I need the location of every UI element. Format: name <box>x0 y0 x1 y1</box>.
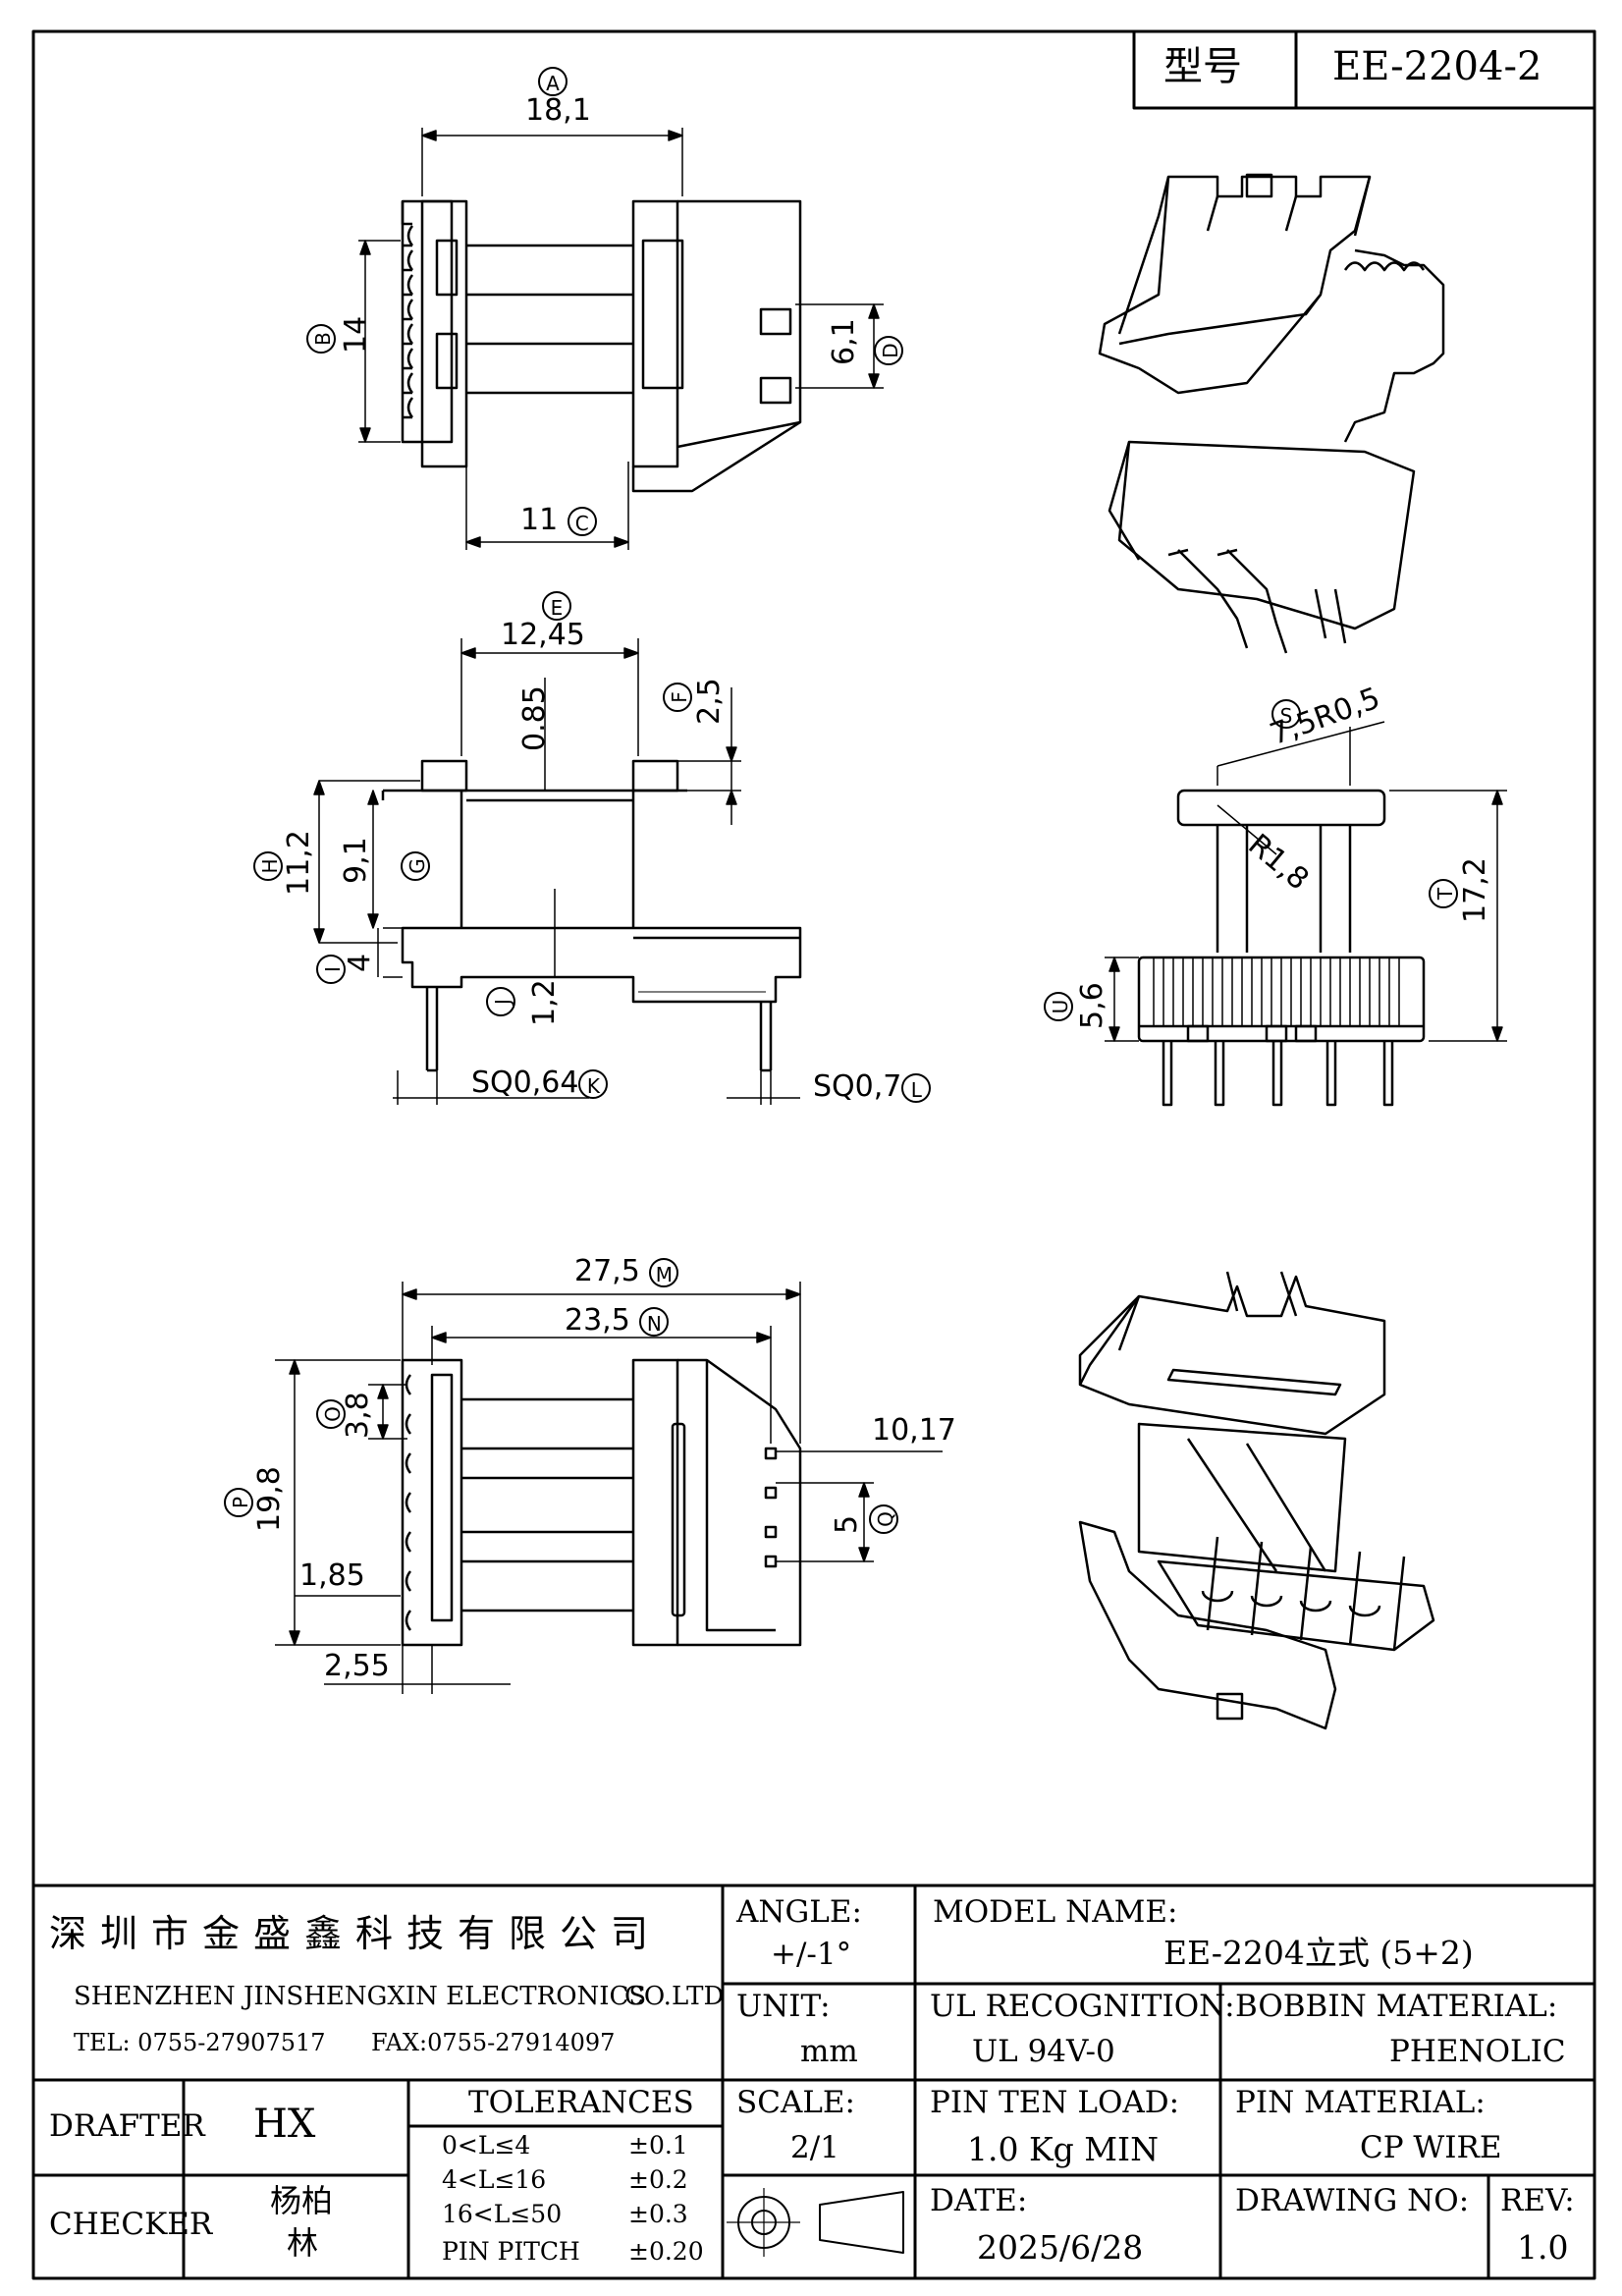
unit-label: UNIT: <box>736 1989 831 2024</box>
drafter-value: HX <box>253 2102 316 2147</box>
rev-label: REV: <box>1500 2183 1575 2218</box>
top-view-bottom <box>275 1282 943 1694</box>
tol-range-2: 4<L≤16 <box>442 2165 547 2194</box>
dim-r1: 10,17 <box>872 1413 956 1448</box>
side-view-middle <box>313 638 802 1105</box>
tolerances-label: TOLERANCES <box>468 2085 694 2120</box>
type-label: 型号 <box>1163 44 1242 89</box>
dim-c: 11 C <box>520 506 597 536</box>
dim-q-tag: Q <box>869 1504 898 1534</box>
bobbin-value: PHENOLIC <box>1389 2034 1566 2069</box>
date-label: DATE: <box>930 2183 1028 2218</box>
pin-ten-value: 1.0 Kg MIN <box>967 2130 1159 2168</box>
pin-material-value: CP WIRE <box>1360 2130 1502 2165</box>
ul-value: UL 94V-0 <box>972 2034 1115 2069</box>
iso-view-bottom <box>1078 1271 1435 1730</box>
tol-range-1: 0<L≤4 <box>442 2131 531 2159</box>
company-en-1: SHENZHEN JINSHENGXIN ELECTRONICS <box>74 1982 647 2011</box>
scale-value: 2/1 <box>790 2130 839 2165</box>
dim-u: 5,6 <box>1075 982 1109 1029</box>
dim-j: 1,2 <box>527 979 562 1026</box>
dim-q: 5 <box>830 1514 864 1534</box>
front-view-top <box>358 128 884 550</box>
side-view-right <box>1105 721 1507 1107</box>
drafter-label: DRAFTER <box>49 2108 205 2144</box>
model-header: EE-2204-2 <box>1332 44 1542 89</box>
tel: TEL: 0755-27907517 <box>74 2029 326 2056</box>
model-name-value: EE-2204立式 (5+2) <box>1163 1934 1474 1972</box>
drawing-no-label: DRAWING NO: <box>1235 2183 1470 2218</box>
dim-p: 19,8 <box>252 1466 287 1532</box>
tol-value-3: ±0.3 <box>628 2200 688 2228</box>
dim-j-tag: J <box>486 987 515 1016</box>
tol-value-1: ±0.1 <box>628 2131 688 2159</box>
dim-m: 27,5 M <box>574 1257 679 1287</box>
unit-value: mm <box>800 2034 858 2069</box>
dim-r2: 1,85 <box>299 1558 365 1593</box>
angle-label: ANGLE: <box>736 1894 862 1930</box>
dim-f2: 0.85 <box>517 685 552 751</box>
fax: FAX:0755-27914097 <box>371 2029 616 2056</box>
dim-i-tag: I <box>316 955 346 984</box>
company-cn: 深圳市金盛鑫科技有限公司 <box>49 1912 663 1955</box>
tol-range-4: PIN PITCH <box>442 2237 580 2266</box>
dim-g-tag: G <box>401 851 430 881</box>
pin-ten-label: PIN TEN LOAD: <box>930 2085 1180 2120</box>
dim-g: 9,1 <box>339 837 373 884</box>
dim-a-tag: A <box>538 67 568 96</box>
dim-n: 23,5 N <box>565 1306 670 1337</box>
dim-f: 2,5 <box>692 678 727 725</box>
pin-material-label: PIN MATERIAL: <box>1235 2085 1486 2120</box>
dim-d-tag: D <box>874 336 903 365</box>
checker-label: CHECKER <box>49 2207 213 2242</box>
company-en-2: CO.LTD <box>624 1982 725 2011</box>
dim-h: 11,2 <box>282 830 316 896</box>
bobbin-label: BOBBIN MATERIAL: <box>1235 1989 1558 2024</box>
dim-h-tag: H <box>253 851 283 881</box>
checker-value-2: 林 <box>287 2224 319 2262</box>
dim-f-tag: F <box>663 683 692 712</box>
model-box <box>1132 29 1596 110</box>
dim-s-tag: S <box>1271 699 1301 729</box>
tol-range-3: 16<L≤50 <box>442 2200 563 2228</box>
dim-i: 4 <box>343 953 377 972</box>
projection-symbol <box>727 2188 904 2257</box>
tol-value-2: ±0.2 <box>628 2165 688 2194</box>
iso-view-top <box>1098 173 1445 654</box>
angle-value: +/-1° <box>771 1937 852 1972</box>
dim-o: 3,8 <box>341 1392 375 1439</box>
checker-value-1: 杨柏 <box>270 2182 334 2219</box>
dim-b-tag: B <box>306 324 336 354</box>
ul-label: UL RECOGNITION: <box>930 1989 1235 2024</box>
scale-label: SCALE: <box>736 2085 856 2120</box>
tol-value-4: ±0.20 <box>628 2237 704 2266</box>
dim-u-tag: U <box>1044 992 1073 1021</box>
rev-value: 1.0 <box>1517 2228 1569 2267</box>
date-value: 2025/6/28 <box>977 2228 1144 2267</box>
dim-d: 6,1 <box>827 318 861 365</box>
dim-b: 14 <box>339 315 373 354</box>
dim-t: 17,2 <box>1458 857 1492 923</box>
outer-border <box>31 29 1596 2280</box>
dim-e: 12,45 <box>501 618 585 652</box>
dim-r3: 2,55 <box>324 1649 390 1683</box>
model-name-label: MODEL NAME: <box>933 1894 1178 1930</box>
dim-t-tag: T <box>1429 879 1458 908</box>
title-block-grid <box>33 1884 1595 2278</box>
dim-a: 18,1 <box>525 93 591 128</box>
dim-e-tag: E <box>542 591 571 621</box>
dim-p-tag: P <box>224 1488 253 1517</box>
